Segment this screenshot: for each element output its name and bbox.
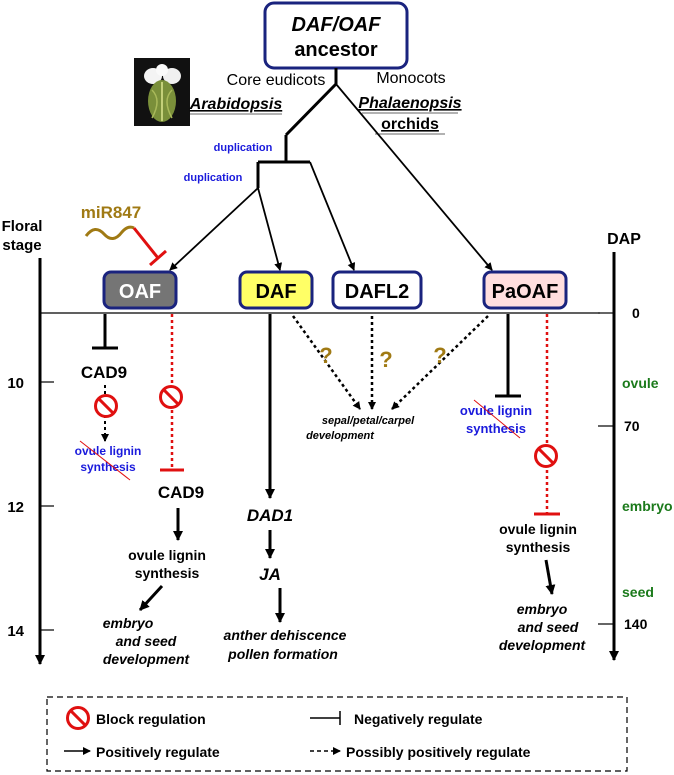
oaf-block-icon-2 bbox=[159, 385, 183, 409]
floral-organ-pathway: ? ? ? sepal/petal/carpel development bbox=[291, 315, 489, 442]
question-mark-paoaf: ? bbox=[433, 343, 446, 368]
daf-pathway: DAD1 JA anther dehiscence pollen formati… bbox=[224, 314, 347, 662]
ancestor-box: DAF/OAF ancestor bbox=[263, 1, 409, 70]
ancestor-title: DAF/OAF bbox=[292, 14, 382, 36]
oaf-lignin-blocked-2: synthesis bbox=[80, 460, 136, 474]
tree-branch-daf bbox=[257, 187, 283, 271]
dafl2-gene-box: DAFL2 bbox=[331, 270, 423, 310]
paoaf-lignin-blocked-2: synthesis bbox=[466, 421, 526, 436]
daf-gene-box: DAF bbox=[238, 270, 314, 310]
floral-axis-title-1: Floral bbox=[2, 218, 43, 235]
paoaf-block-icon bbox=[534, 444, 558, 468]
duplication-label-2: duplication bbox=[184, 172, 243, 184]
daf-ja: JA bbox=[259, 565, 281, 584]
legend-positive-label: Positively regulate bbox=[96, 744, 220, 760]
paoaf-lignin-2: synthesis bbox=[506, 539, 571, 555]
oaf-lignin-1: ovule lignin bbox=[128, 547, 206, 563]
daf-label: DAF bbox=[255, 281, 296, 303]
dap-tick-140: 140 bbox=[624, 616, 648, 632]
paoaf-outcome-2: and seed bbox=[518, 619, 579, 635]
dap-tick-70: 70 bbox=[624, 418, 640, 434]
tree-branch-paoaf bbox=[335, 83, 493, 271]
paoaf-gene-box: PaOAF bbox=[482, 270, 568, 310]
floral-tick-10: 10 bbox=[7, 375, 24, 392]
arabidopsis-label: Arabidopsis bbox=[189, 96, 283, 113]
ancestor-subtitle: ancestor bbox=[294, 39, 378, 61]
dap-axis-title: DAP bbox=[607, 231, 641, 248]
paoaf-outcome-1: embryo bbox=[517, 601, 568, 617]
phylogeny-tree bbox=[256, 68, 338, 188]
oaf-outcome-2: and seed bbox=[116, 633, 177, 649]
dap-tick-0: 0 bbox=[632, 305, 640, 321]
question-mark-daf: ? bbox=[319, 343, 332, 368]
oaf-lignin-blocked-1: ovule lignin bbox=[75, 444, 142, 458]
oaf-label: OAF bbox=[119, 281, 161, 303]
daf-dad1: DAD1 bbox=[247, 506, 293, 525]
legend-negative-label: Negatively regulate bbox=[354, 711, 483, 727]
legend: Block regulation Negatively regulate Pos… bbox=[46, 696, 628, 772]
mirna-inhibition bbox=[132, 227, 160, 259]
floral-stage-axis: Floral stage 10 12 14 bbox=[2, 218, 54, 665]
floral-organ-label-2: development bbox=[306, 430, 375, 442]
stage-ovule: ovule bbox=[622, 375, 659, 391]
mirna-squiggle bbox=[84, 225, 135, 240]
legend-possible-label: Possibly positively regulate bbox=[346, 744, 531, 760]
orchids-label: orchids bbox=[381, 116, 439, 133]
eudicots-label: Core eudicots bbox=[227, 72, 326, 89]
oaf-lignin-2: synthesis bbox=[135, 565, 200, 581]
tree-branch-dafl2 bbox=[309, 161, 356, 271]
paoaf-label: PaOAF bbox=[492, 281, 559, 303]
oaf-gene-box: OAF bbox=[102, 270, 178, 310]
oaf-block-icon-1 bbox=[94, 394, 118, 418]
stage-embryo: embryo bbox=[622, 498, 673, 514]
oaf-cad9-mid: CAD9 bbox=[158, 483, 204, 502]
oaf-outcome-3: development bbox=[103, 651, 191, 667]
paoaf-outcome-3: development bbox=[499, 637, 587, 653]
daf-outcome-2: pollen formation bbox=[227, 646, 338, 662]
mir847-label: miR847 bbox=[81, 203, 141, 222]
floral-organ-label-1: sepal/petal/carpel bbox=[322, 415, 415, 427]
daf-outcome-1: anther dehiscence bbox=[224, 627, 347, 643]
duplication-label-1: duplication bbox=[214, 142, 273, 154]
legend-block-icon bbox=[66, 706, 90, 730]
floral-tick-14: 14 bbox=[7, 623, 24, 640]
dafl2-label: DAFL2 bbox=[345, 281, 409, 303]
oaf-cad9-top: CAD9 bbox=[81, 363, 127, 382]
stage-seed: seed bbox=[622, 584, 654, 600]
tree-branch-oaf bbox=[169, 187, 259, 271]
dap-axis: DAP 0 70 140 ovule embryo seed bbox=[598, 231, 673, 661]
arabidopsis-flower-image bbox=[134, 58, 190, 126]
question-mark-dafl2: ? bbox=[379, 347, 392, 372]
paoaf-lignin-1: ovule lignin bbox=[499, 521, 577, 537]
phalaenopsis-label: Phalaenopsis bbox=[358, 95, 461, 112]
floral-axis-title-2: stage bbox=[2, 237, 41, 254]
oaf-pathway: CAD9 ovule lignin synthesis CAD9 ovule l… bbox=[75, 314, 206, 667]
paoaf-lignin-blocked-1: ovule lignin bbox=[460, 403, 532, 418]
paoaf-pathway: ovule lignin synthesis ovule lignin synt… bbox=[460, 314, 587, 653]
legend-block-label: Block regulation bbox=[96, 711, 206, 727]
floral-tick-12: 12 bbox=[7, 499, 24, 516]
monocots-label: Monocots bbox=[376, 70, 445, 87]
oaf-outcome-1: embryo bbox=[103, 615, 154, 631]
